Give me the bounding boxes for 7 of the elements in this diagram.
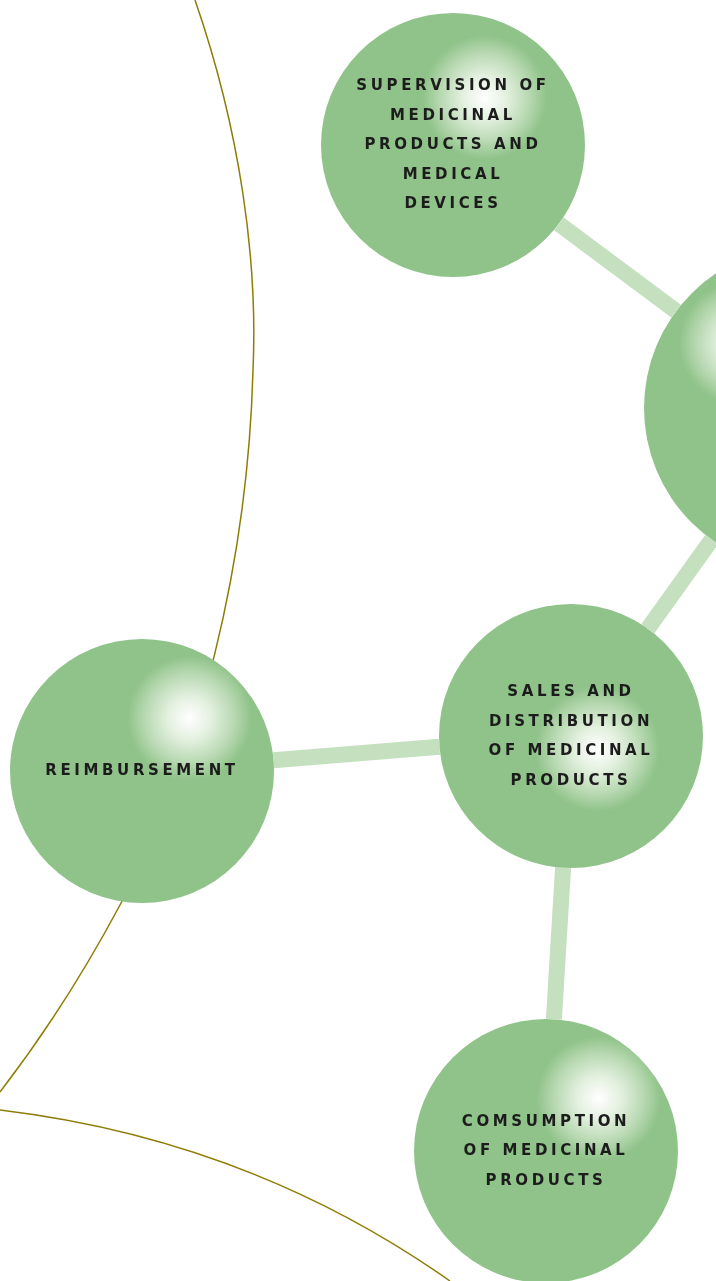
topic-label: REIMBURSEMENT: [44, 760, 240, 782]
connector-tube: [554, 217, 681, 318]
topic-label: SALES AND DISTRIBUTION OF MEDICINAL PRODUCTS: [487, 681, 655, 791]
topic-label: COMSUMPTION OF MEDICINAL PRODUCTS: [460, 1110, 632, 1191]
connector-tube: [641, 535, 716, 634]
topic-label: SUPERVISION OF MEDICINAL PRODUCTS AND MEDICAL DEVICES: [355, 75, 551, 215]
connector-tube: [545, 867, 572, 1020]
